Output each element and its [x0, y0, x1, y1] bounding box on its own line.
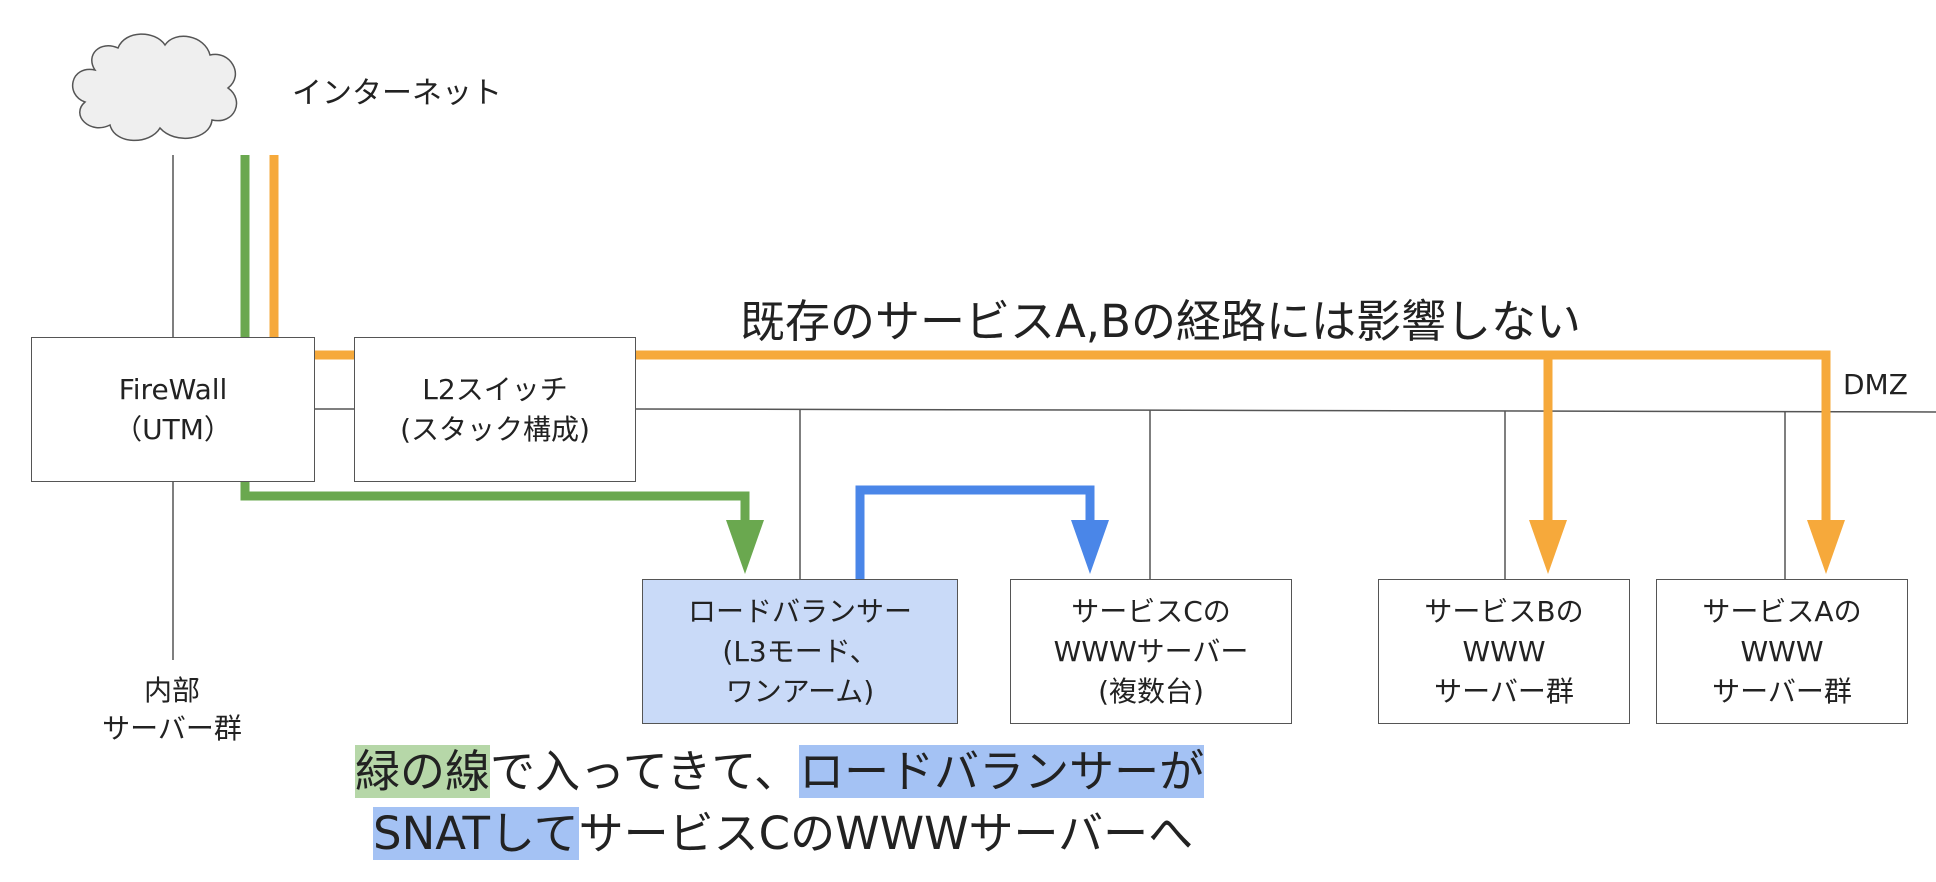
service-c-node: サービスCの WWWサーバー (複数台) — [1010, 579, 1292, 724]
internal-servers-line1: 内部 — [143, 674, 200, 707]
firewall-line2: （UTM） — [114, 412, 232, 446]
service-a-line1: サービスAの — [1702, 594, 1862, 628]
network-links — [172, 155, 1936, 660]
caption-middle-text: で入ってきて、 — [490, 745, 800, 798]
orange-arrowhead-service-a-icon — [1807, 520, 1845, 574]
internet-cloud-icon — [71, 33, 238, 142]
dmz-segment-line — [635, 408, 1936, 413]
load-balancer-line1: ロードバランサー — [687, 594, 912, 628]
internet-label: インターネット — [292, 76, 502, 111]
caption-line1: 緑の線で入ってきて、ロードバランサーが — [355, 741, 1205, 803]
service-a-line2: WWW — [1740, 634, 1824, 668]
headline: 既存のサービスA,Bの経路には影響しない — [740, 295, 1581, 348]
green-path — [240, 155, 764, 574]
service-b-node: サービスBの WWW サーバー群 — [1378, 579, 1630, 724]
caption-rest-text: サービスCのWWWサーバーへ — [578, 807, 1194, 860]
dmz-label: DMZ — [1843, 368, 1908, 401]
caption-blue-highlight-1: ロードバランサーが — [799, 745, 1205, 798]
caption-line2: SNATしてサービスCのWWWサーバーへ — [373, 803, 1193, 865]
load-balancer-line2: (L3モード、 — [722, 634, 878, 668]
orange-arrowhead-service-b-icon — [1529, 520, 1567, 574]
blue-arrowhead-icon — [1071, 520, 1109, 574]
internal-servers-line2: サーバー群 — [102, 712, 242, 745]
green-arrowhead-icon — [726, 520, 764, 574]
service-c-line1: サービスCの — [1071, 594, 1231, 628]
service-b-line3: サーバー群 — [1434, 674, 1574, 708]
service-b-line1: サービスBの — [1424, 594, 1584, 628]
caption-blue-highlight-2: SNATして — [373, 807, 579, 860]
service-b-line2: WWW — [1462, 634, 1546, 668]
load-balancer-line3: ワンアーム) — [725, 674, 875, 708]
firewall-node: FireWall （UTM） — [31, 337, 315, 482]
firewall-line1: FireWall — [118, 372, 228, 406]
l2-switch-line2: (スタック構成) — [400, 412, 590, 446]
orange-path — [269, 155, 1845, 574]
blue-path — [855, 485, 1109, 579]
service-a-node: サービスAの WWW サーバー群 — [1656, 579, 1908, 724]
l2-switch-node: L2スイッチ (スタック構成) — [354, 337, 636, 482]
caption-green-highlight: 緑の線 — [355, 745, 491, 798]
service-c-line2: WWWサーバー — [1053, 634, 1249, 668]
service-a-line3: サーバー群 — [1712, 674, 1852, 708]
internal-servers-label: 内部 サーバー群 — [92, 672, 252, 748]
l2-switch-line1: L2スイッチ — [422, 372, 568, 406]
service-c-line3: (複数台) — [1098, 674, 1204, 708]
load-balancer-node: ロードバランサー (L3モード、 ワンアーム) — [642, 579, 958, 724]
